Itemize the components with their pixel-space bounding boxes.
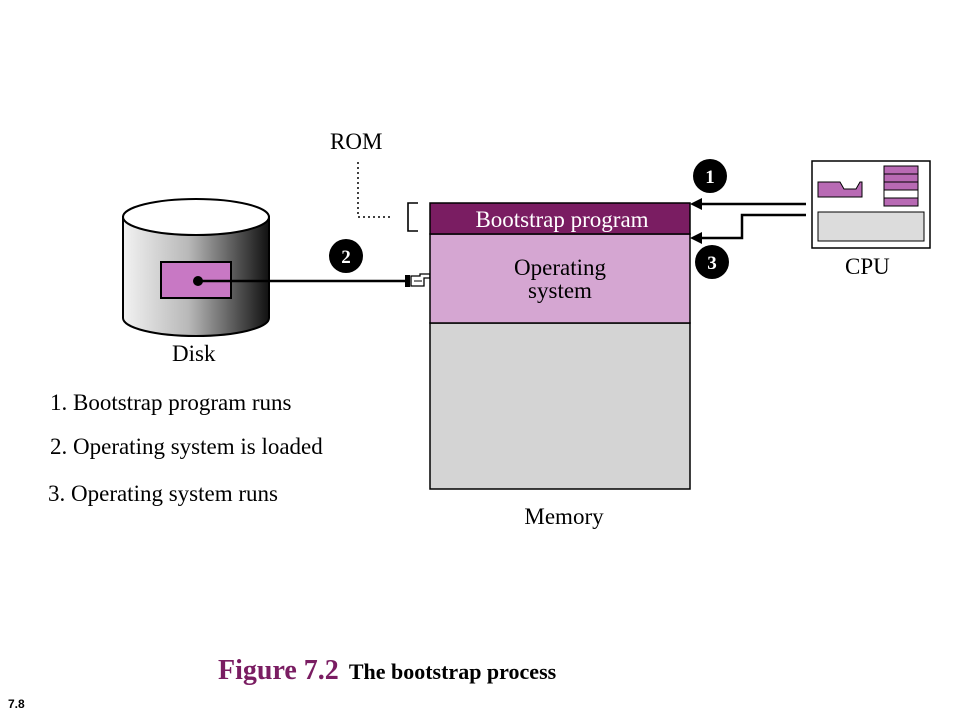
- operating-system-label-line2: system: [528, 278, 592, 303]
- cpu-icon: [811, 160, 931, 249]
- step-1-text: 1. Bootstrap program runs: [50, 390, 292, 415]
- step-2-text: 2. Operating system is loaded: [50, 434, 323, 459]
- memory-label: Memory: [524, 504, 604, 529]
- step-badge-3: 3: [695, 245, 729, 279]
- cpu-to-os-arrow: [700, 213, 806, 240]
- disk-label: Disk: [172, 341, 216, 366]
- step-badge-2: 2: [329, 239, 363, 273]
- slide-number: 7.8: [8, 697, 25, 711]
- bootstrap-program-region: [429, 202, 691, 235]
- operating-system-label-line1: Operating: [514, 255, 606, 280]
- step-badge-2-number: 2: [341, 247, 351, 268]
- step-3-text: 3. Operating system runs: [48, 481, 278, 506]
- cpu-label: CPU: [845, 254, 890, 279]
- rom-bracket: [407, 202, 418, 232]
- figure-title: The bootstrap process: [348, 659, 557, 684]
- step-badge-1-number: 1: [705, 167, 715, 188]
- figure-number: Figure 7.2: [218, 655, 339, 686]
- arrowhead-icon: [690, 232, 702, 244]
- memory-free-region: [429, 322, 691, 490]
- rom-label: ROM: [330, 129, 382, 154]
- figure-caption: Figure 7.2 The bootstrap process: [218, 655, 556, 687]
- step-badge-1: 1: [693, 159, 727, 193]
- pointing-hand-icon: [405, 273, 431, 287]
- bootstrap-program-label: Bootstrap program: [475, 207, 648, 232]
- rom-dotted-leader: [357, 162, 392, 218]
- arrowhead-icon: [690, 198, 702, 210]
- step-badge-3-number: 3: [707, 253, 717, 274]
